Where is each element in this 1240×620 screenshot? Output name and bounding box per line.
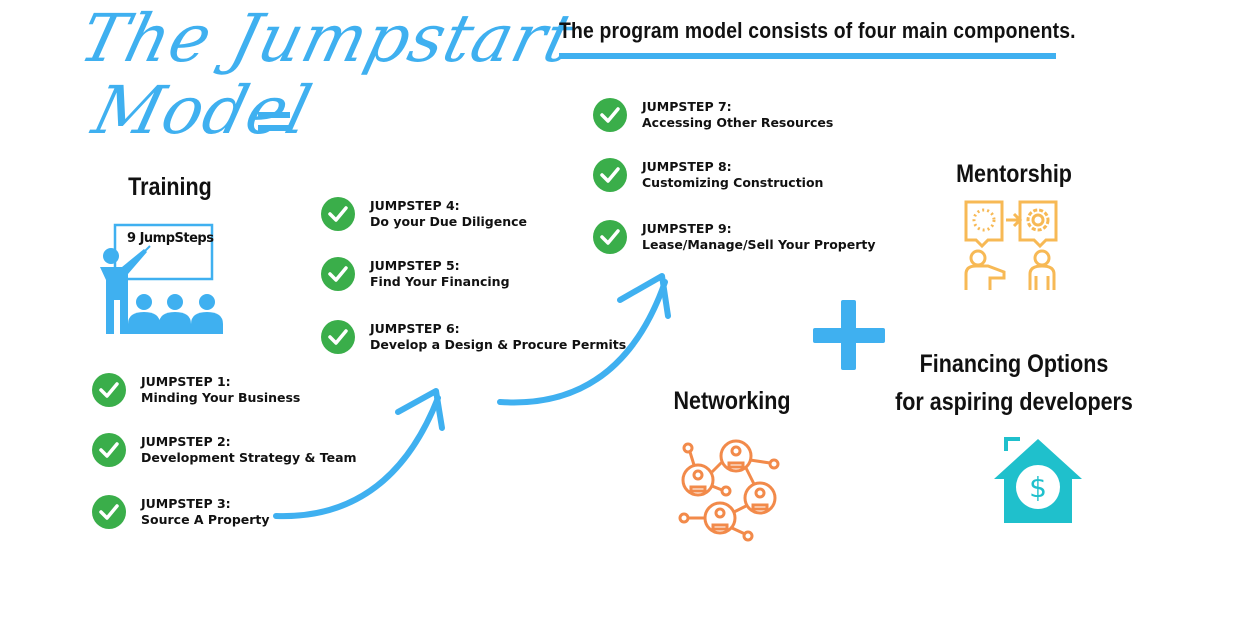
jumpstep-2: JUMPSTEP 2:Development Strategy & Team [92,433,357,467]
teacher-board-icon [92,222,232,337]
step-title: JUMPSTEP 7: [642,99,732,114]
check-circle-icon [92,495,126,529]
jumpstep-5: JUMPSTEP 5:Find Your Financing [321,257,510,291]
step-title: JUMPSTEP 1: [141,374,231,389]
step-title: JUMPSTEP 2: [141,434,231,449]
headline-underline [559,53,1056,59]
step-desc: Do your Due Diligence [370,214,528,229]
plus-icon [813,300,885,370]
jumpstep-1: JUMPSTEP 1:Minding Your Business [92,373,300,407]
step-desc: Customizing Construction [642,175,824,190]
check-circle-icon [593,98,627,132]
step-desc: Source A Property [141,512,270,527]
step-title: JUMPSTEP 5: [370,258,460,273]
check-circle-icon [321,320,355,354]
networking-label: Networking [673,387,791,415]
jumpstep-4: JUMPSTEP 4:Do your Due Diligence [321,197,527,231]
step-title: JUMPSTEP 3: [141,496,231,511]
check-circle-icon [321,257,355,291]
financing-label-line-2: for aspiring developers [895,388,1133,416]
check-circle-icon [593,158,627,192]
step-desc: Accessing Other Resources [642,115,834,130]
jumpstep-3: JUMPSTEP 3:Source A Property [92,495,270,529]
jumpstep-9: JUMPSTEP 9:Lease/Manage/Sell Your Proper… [593,220,876,254]
check-circle-icon [92,373,126,407]
board-text: 9 JumpSteps [127,231,214,246]
step-desc: Lease/Manage/Sell Your Property [642,237,876,252]
step-desc: Find Your Financing [370,274,510,289]
headline: The program model consists of four main … [559,18,1076,43]
step-desc: Minding Your Business [141,390,301,405]
check-circle-icon [321,197,355,231]
jumpstep-7: JUMPSTEP 7:Accessing Other Resources [593,98,833,132]
mentor-idea-icon [962,198,1062,294]
step-title: JUMPSTEP 8: [642,159,732,174]
svg-text:$: $ [1029,471,1047,504]
step-desc: Develop a Design & Procure Permits [370,337,627,352]
house-dollar-icon: $ [994,437,1084,523]
financing-label-line-1: Financing Options [919,350,1109,378]
step-title: JUMPSTEP 6: [370,321,460,336]
step-title: JUMPSTEP 9: [642,221,732,236]
check-circle-icon [593,220,627,254]
jumpstep-8: JUMPSTEP 8:Customizing Construction [593,158,823,192]
step-desc: Development Strategy & Team [141,450,357,465]
check-circle-icon [92,433,126,467]
people-network-icon [676,436,780,542]
mentorship-label: Mentorship [956,160,1072,188]
equals-icon [258,112,290,138]
step-title: JUMPSTEP 4: [370,198,460,213]
training-label: Training [128,173,212,201]
jumpstep-6: JUMPSTEP 6:Develop a Design & Procure Pe… [321,320,626,354]
